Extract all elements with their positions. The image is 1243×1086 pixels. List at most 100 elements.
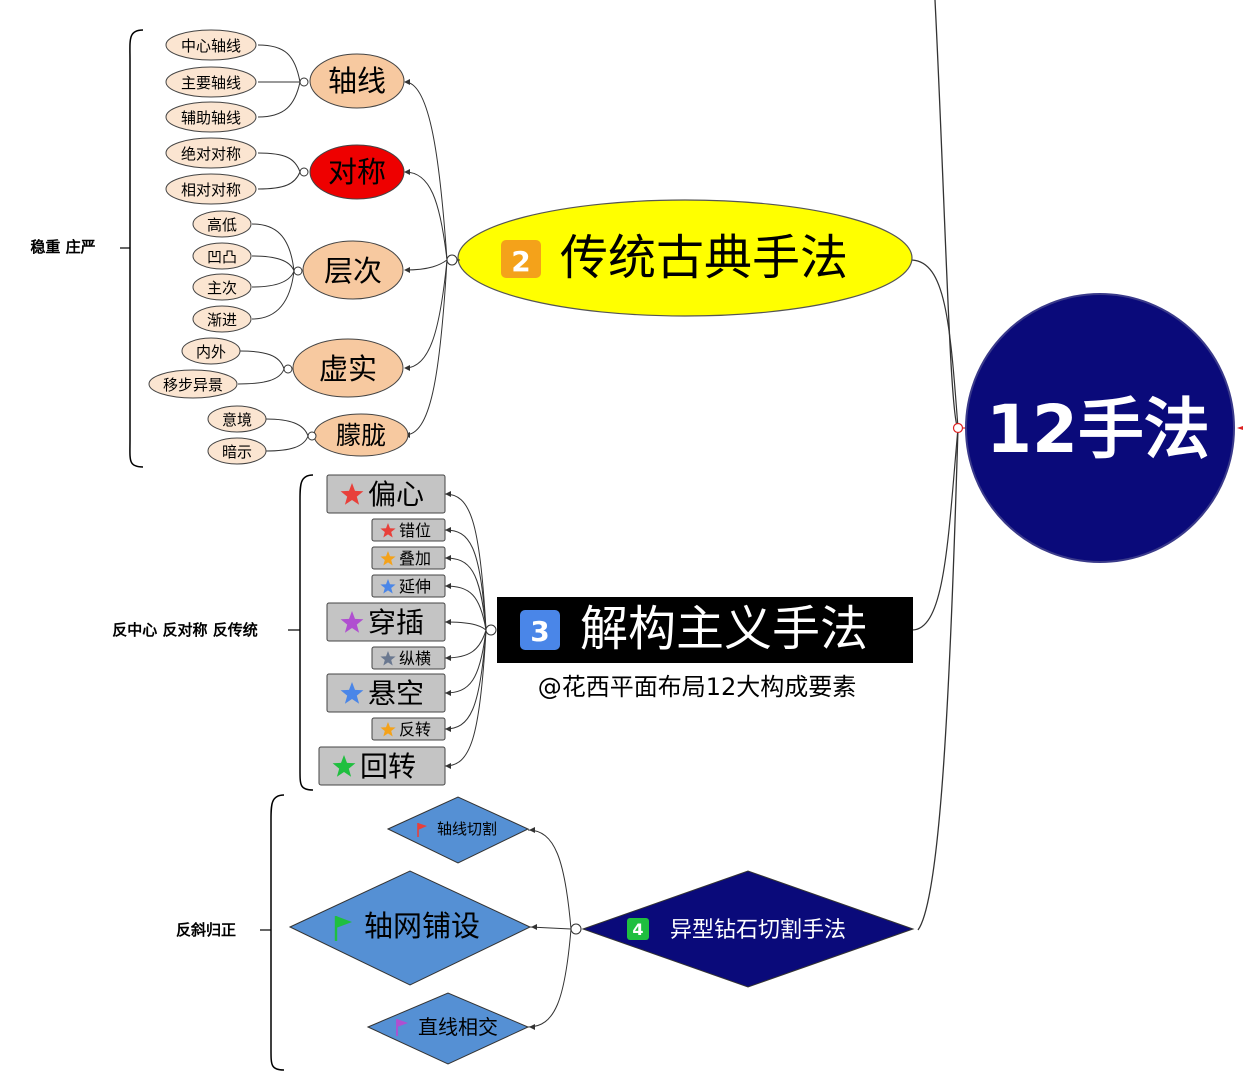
svg-text:绝对对称: 绝对对称 [181,145,241,163]
branch3-number-badge [520,610,560,650]
leaf-central-axis[interactable]: 中心轴线 [165,29,257,61]
svg-text:轴线切割: 轴线切割 [437,820,497,838]
sub-node-axis[interactable]: 轴线 [309,53,405,109]
root-label: 12手法 [986,391,1210,468]
root-node[interactable]: 12手法 [965,293,1235,563]
branch3-item-0[interactable]: 偏心 [326,474,451,514]
leaf-shifting-view[interactable]: 移步异景 [148,369,238,399]
collapse-handle-root[interactable] [952,422,964,434]
branch3-item-3[interactable]: 延伸 [371,574,451,598]
branch3-node[interactable]: 3 解构主义手法 [497,597,913,663]
svg-text:对称: 对称 [328,155,386,189]
leaf-mood[interactable]: 意境 [207,405,267,433]
branch4-number: 4 [632,920,643,939]
branch3-connectors [444,493,487,767]
branch3-item-2[interactable]: 叠加 [371,546,451,570]
symmetry-leaf-links [257,152,301,190]
leaf-main-axis[interactable]: 主要轴线 [165,66,257,98]
diamond-grid-laying[interactable]: 轴网铺设 [288,870,532,986]
branch2-node[interactable]: 2 传统古典手法 [457,199,913,317]
sub-node-void-solid[interactable]: 虚实 [292,338,404,398]
trunk-to-branch2 [911,259,959,429]
arrowhead [445,583,451,589]
sub-hazy-handle[interactable] [307,431,317,441]
leaf-inside-outside[interactable]: 内外 [181,337,241,365]
axis-leaf-links [257,44,301,118]
leaf-absolute-symmetry[interactable]: 绝对对称 [165,137,257,169]
diamond-axis-cut[interactable]: 轴线切割 [386,796,530,864]
trunk-line [917,0,959,931]
leaf-primary-secondary[interactable]: 主次 [192,273,252,301]
svg-text:凹凸: 凹凸 [207,248,237,266]
svg-text:相对对称: 相对对称 [181,181,241,199]
svg-text:移步异景: 移步异景 [163,376,223,394]
leaf-hint[interactable]: 暗示 [207,437,267,465]
arrowhead [445,726,451,732]
arrowhead [445,619,451,625]
svg-text:辅助轴线: 辅助轴线 [181,109,241,127]
star-icon [340,682,364,704]
svg-text:轴网铺设: 轴网铺设 [364,909,480,943]
branch4-number-badge [627,918,649,940]
sub-void-solid-handle[interactable] [283,364,293,374]
svg-text:主要轴线: 主要轴线 [181,74,241,92]
flag-icon [417,823,427,837]
branch3-item-5[interactable]: 纵横 [371,646,451,670]
arrowhead [445,491,451,497]
branch2-arrowheads [404,79,410,438]
branch3-item-label: 穿插 [368,606,424,639]
flag-icon [396,1019,408,1036]
star-icon [340,611,364,633]
branch2-label: 传统古典手法 [560,230,848,286]
branch3-item-4[interactable]: 穿插 [326,602,451,642]
diamond-line-intersect[interactable]: 直线相交 [366,992,530,1065]
sub-node-hazy[interactable]: 朦胧 [313,413,409,457]
branch3-item-8[interactable]: 回转 [318,746,451,786]
sub-node-layers[interactable]: 层次 [302,240,404,300]
branch3-number: 3 [530,615,549,648]
svg-text:内外: 内外 [196,343,226,361]
arrowhead [445,527,451,533]
svg-text:层次: 层次 [324,254,382,288]
branch2-number-badge [501,240,541,278]
branch3-item-label: 悬空 [368,677,424,710]
branch2-note: 稳重 庄严 [30,238,95,256]
star-icon [380,722,396,737]
watermark: @花西平面布局12大构成要素 [538,673,857,701]
sub-symmetry-handle[interactable] [299,167,309,177]
leaf-relative-symmetry[interactable]: 相对对称 [165,173,257,205]
sub-node-symmetry[interactable]: 对称 [309,144,405,200]
branch2-number: 2 [511,245,530,278]
branch4-collapse-handle[interactable] [570,923,582,935]
branch3-note: 反中心 反对称 反传统 [112,621,257,639]
leaf-progressive[interactable]: 渐进 [192,305,252,333]
branch2-collapse-handle[interactable] [446,254,458,266]
svg-text:中心轴线: 中心轴线 [181,37,241,55]
branch3-item-7[interactable]: 反转 [371,717,451,741]
arrowhead [445,555,451,561]
right-arrow [1237,426,1243,430]
sub-layers-handle[interactable] [293,266,303,276]
branch3-note-bracket [299,474,314,791]
branch4-arrowheads [529,827,537,1030]
branch3-item-1[interactable]: 错位 [371,518,451,542]
svg-text:主次: 主次 [207,279,237,297]
branch3-item-label: 回转 [360,750,416,783]
branch3-collapse-handle[interactable] [485,624,497,636]
star-icon [340,483,364,505]
flag-icon [334,916,352,941]
branch4-label: 异型钻石切割手法 [670,918,846,943]
sub-axis-handle[interactable] [299,77,309,87]
leaf-height[interactable]: 高低 [192,210,252,238]
branch3-item-label: 偏心 [368,478,424,511]
svg-text:轴线: 轴线 [328,64,386,98]
branch3-item-6[interactable]: 悬空 [326,673,451,713]
branch4-node[interactable]: 4 异型钻石切割手法 [581,870,915,988]
star-icon [380,523,396,538]
void-solid-leaf-links [237,350,285,385]
leaf-aux-axis[interactable]: 辅助轴线 [165,101,257,133]
branch2-connectors [404,81,448,436]
leaf-concave-convex[interactable]: 凹凸 [192,242,252,270]
svg-text:高低: 高低 [207,216,237,234]
